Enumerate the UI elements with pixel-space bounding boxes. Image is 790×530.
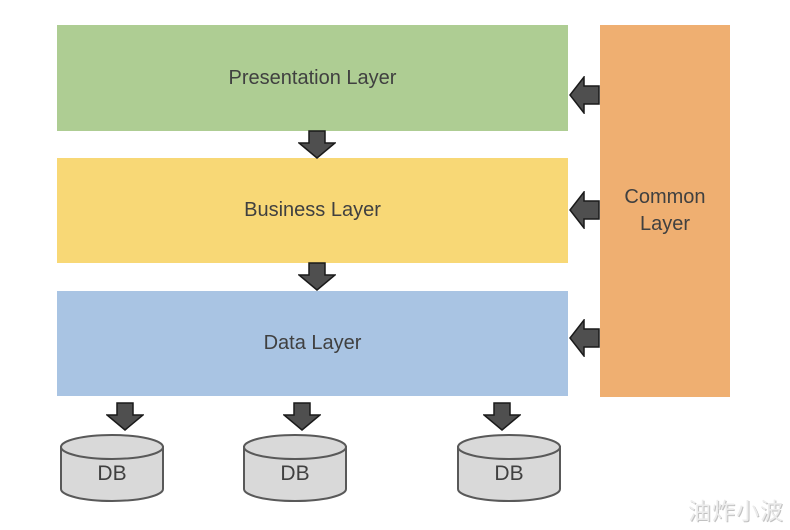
database-cylinder-icon xyxy=(60,434,164,502)
db2-label: DB xyxy=(280,462,310,485)
db-cylinder-1: DB xyxy=(59,433,165,503)
db1-label: DB xyxy=(97,462,127,485)
arrow-down-to-db1-icon xyxy=(106,402,144,431)
db3-label: DB xyxy=(494,462,524,485)
arrow-left-common-to-presentation-icon xyxy=(569,76,600,114)
watermark: 油炸小波 xyxy=(688,498,784,524)
data-layer-box: Data Layer xyxy=(57,291,568,396)
arrow-left-common-to-data-icon xyxy=(569,319,600,357)
data-layer-label: Data Layer xyxy=(263,332,362,354)
arrow-down-presentation-to-business-icon xyxy=(298,130,336,159)
database-cylinder-icon xyxy=(243,434,347,502)
database-cylinder-icon xyxy=(457,434,561,502)
business-layer-box: Business Layer xyxy=(57,158,568,263)
arrow-down-business-to-data-icon xyxy=(298,262,336,291)
common-layer-label: Common Layer xyxy=(624,186,706,235)
common-layer-box: Common Layer xyxy=(600,25,730,397)
presentation-layer-box: Presentation Layer xyxy=(57,25,568,131)
db-cylinder-2: DB xyxy=(242,433,348,503)
business-layer-label: Business Layer xyxy=(244,199,381,221)
arrow-down-to-db2-icon xyxy=(283,402,321,431)
arrow-left-common-to-business-icon xyxy=(569,191,600,229)
presentation-layer-label: Presentation Layer xyxy=(228,66,397,89)
arrow-down-to-db3-icon xyxy=(483,402,521,431)
db-cylinder-3: DB xyxy=(456,433,562,503)
